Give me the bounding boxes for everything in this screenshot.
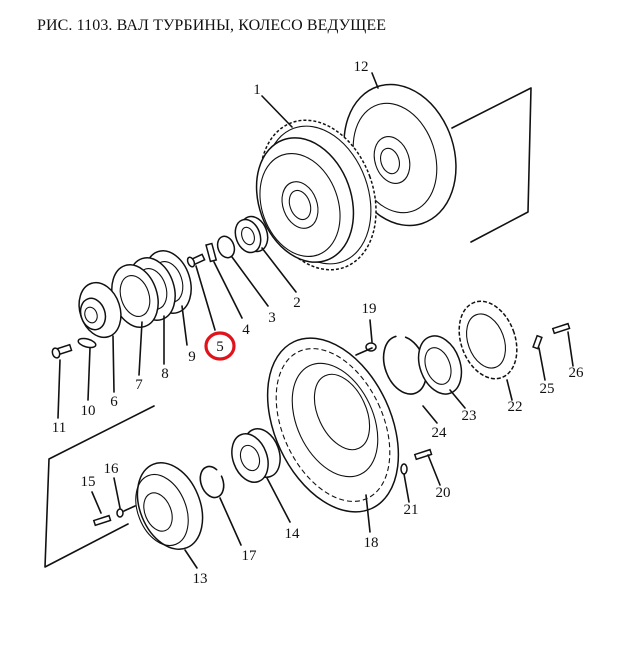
part-6-flange-hub — [78, 281, 122, 339]
callout-24: 24 — [432, 425, 448, 441]
assembly-bracket-right — [451, 87, 532, 243]
callout-17: 17 — [242, 548, 258, 564]
part-14-spline-hub — [231, 428, 281, 483]
part-25-lock — [532, 334, 543, 350]
callout-4: 4 — [242, 322, 250, 338]
callout-13: 13 — [193, 571, 208, 587]
callout-20: 20 — [436, 485, 451, 501]
part-26-bolt — [551, 322, 571, 335]
callout-2: 2 — [293, 295, 301, 311]
callout-16: 16 — [104, 461, 120, 477]
callout-10: 10 — [81, 403, 96, 419]
callout-26: 26 — [569, 365, 585, 381]
callout-21: 21 — [404, 502, 419, 518]
leader-lines — [57, 72, 574, 569]
part-13-reactor — [135, 462, 204, 550]
part-1-gear-wheel — [255, 119, 377, 271]
callout-18: 18 — [364, 535, 379, 551]
part-11-bolt — [51, 343, 73, 359]
figure-title: РИС. 1103. ВАЛ ТУРБИНЫ, КОЛЕСО ВЕДУЩЕЕ — [37, 17, 387, 34]
part-21-washer — [400, 463, 408, 475]
callout-15: 15 — [81, 474, 96, 490]
callout-1: 1 — [253, 82, 261, 98]
part-15-bolt — [92, 514, 112, 527]
callout-22: 22 — [508, 399, 523, 415]
part-20-bolt — [413, 448, 433, 461]
callout-3: 3 — [268, 310, 276, 326]
callout-6: 6 — [110, 394, 118, 410]
callout-14: 14 — [285, 526, 301, 542]
callout-19: 19 — [362, 301, 377, 317]
part-5-bolt — [186, 253, 206, 268]
callout-11: 11 — [52, 420, 66, 436]
part-10-lock — [77, 337, 97, 349]
callout-8: 8 — [161, 366, 169, 382]
part-22-gear — [458, 300, 518, 380]
part-4-lock-plate — [205, 242, 218, 263]
callout-9: 9 — [188, 349, 196, 365]
callout-25: 25 — [540, 381, 555, 397]
part-18-stator — [266, 337, 400, 513]
callout-7: 7 — [135, 377, 143, 393]
part-3-plate — [216, 235, 236, 259]
part-17-snap-ring — [199, 465, 225, 499]
callout-12: 12 — [354, 59, 369, 75]
callout-23: 23 — [462, 408, 477, 424]
part-23-bearing — [417, 335, 463, 395]
assembly-bracket-left — [44, 405, 155, 568]
highlight-circle-part-5 — [204, 331, 236, 361]
part-2-bearing — [234, 215, 269, 254]
part-16-washer — [116, 508, 124, 518]
callout-5: 5 — [216, 339, 224, 355]
